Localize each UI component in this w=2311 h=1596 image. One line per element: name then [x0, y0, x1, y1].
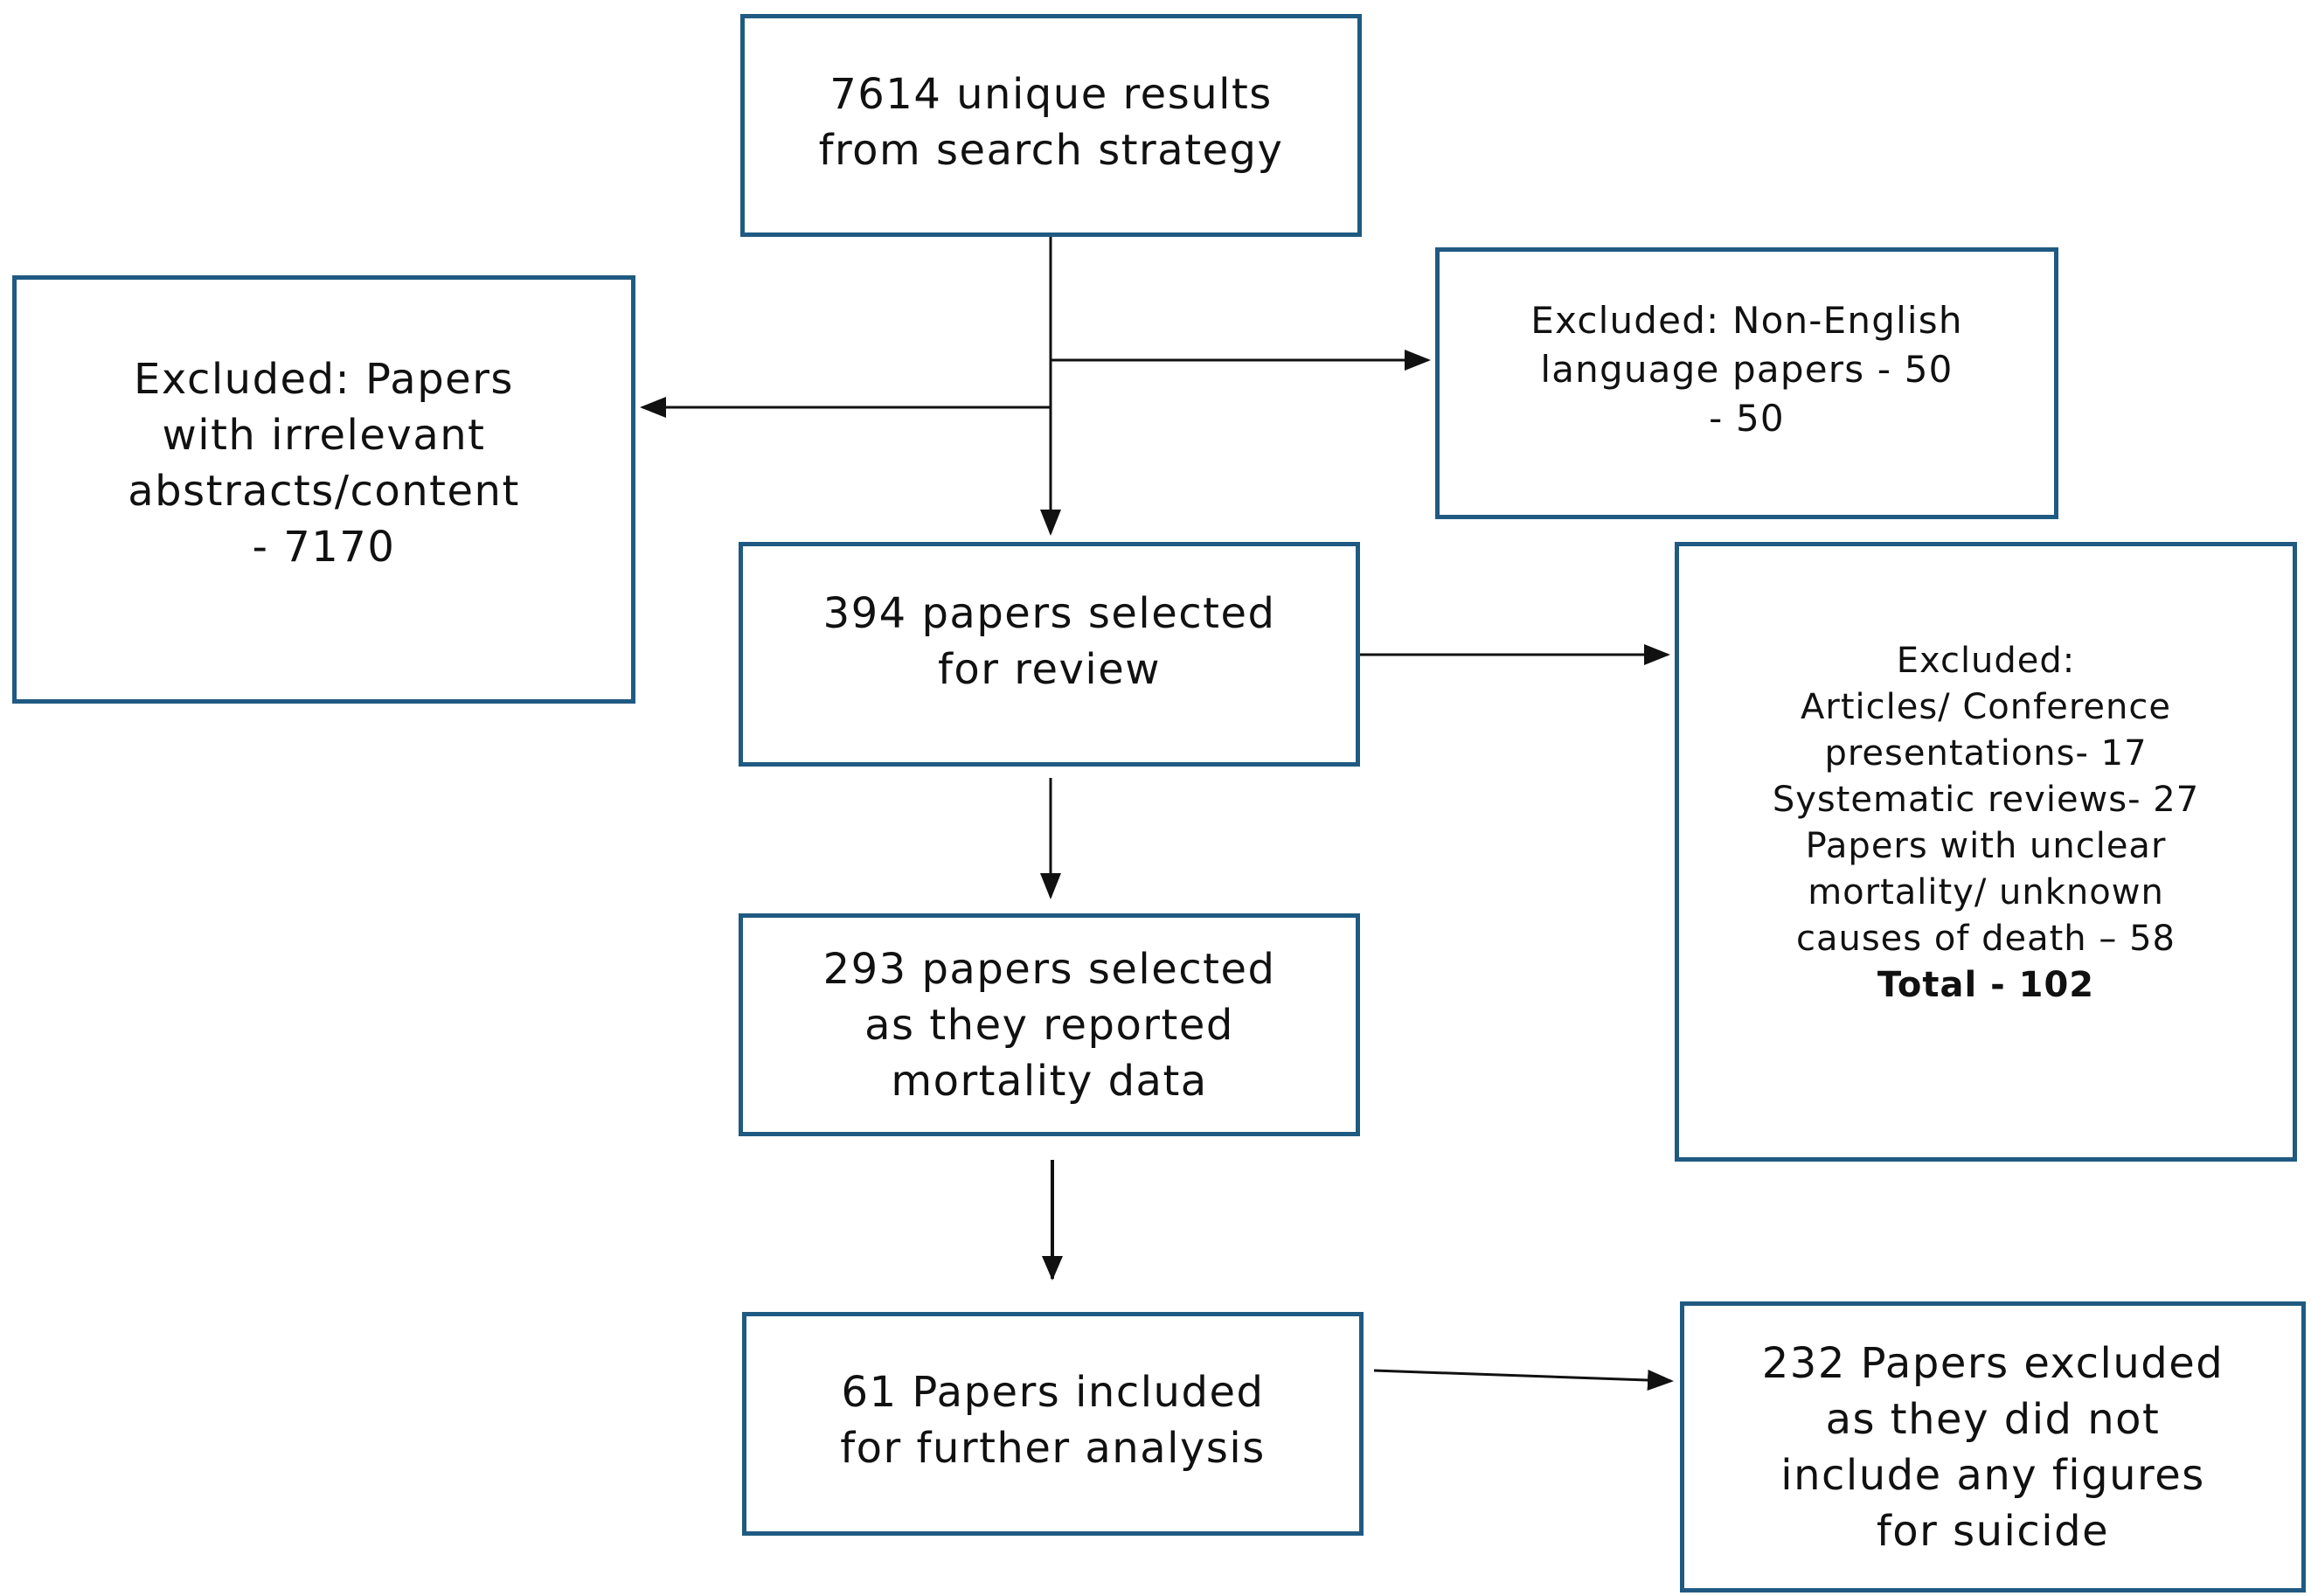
box-text-line: for further analysis — [840, 1424, 1266, 1473]
box-text-line: mortality/ unknown — [1808, 872, 2164, 912]
box-text-line: for suicide — [1876, 1506, 2110, 1556]
box-text-line: - 7170 — [252, 523, 396, 572]
box-text-line: Excluded: — [1896, 641, 2076, 681]
box-excluded-232: 232 Papers excluded as they did not incl… — [1680, 1301, 2306, 1593]
box-text-line: 232 Papers excluded — [1761, 1338, 2224, 1388]
box-text-line: 293 papers selected — [822, 944, 1276, 994]
box-search-results: 7614 unique results from search strategy — [740, 14, 1362, 237]
box-text-line: causes of death – 58 — [1795, 919, 2176, 959]
box-text-line: 7614 unique results — [829, 69, 1273, 119]
box-text-line: mortality data — [891, 1056, 1208, 1106]
box-text-line: language papers - 50 — [1540, 347, 1954, 391]
box-included-61: 61 Papers included for further analysis — [742, 1312, 1364, 1536]
box-text-line: as they did not — [1825, 1394, 2161, 1444]
box-text-line: for review — [938, 644, 1161, 694]
box-text-line: Excluded: Non-English — [1530, 298, 1963, 342]
box-text-line: 61 Papers included — [841, 1368, 1265, 1417]
box-text-line: Papers with unclear — [1805, 826, 2167, 866]
box-text-line: include any figures — [1780, 1450, 2205, 1500]
box-selected-293: 293 papers selected as they reported mor… — [739, 913, 1360, 1136]
box-text-line: abstracts/content — [128, 467, 520, 516]
box-text-line: from search strategy — [818, 125, 1284, 175]
box-text-line: Articles/ Conference — [1801, 687, 2171, 727]
box-total-line: Total - 102 — [1877, 965, 2095, 1005]
box-text-line: presentations- 17 — [1824, 733, 2148, 774]
box-selected-394: 394 papers selected for review — [739, 542, 1360, 767]
box-text-line: with irrelevant — [162, 411, 486, 460]
box-text-line: 394 papers selected — [822, 588, 1276, 638]
box-text-line: Systematic reviews- 27 — [1772, 780, 2200, 820]
box-text-line: - 50 — [1709, 396, 1785, 440]
box-text-line: Excluded: Papers — [134, 355, 514, 404]
box-excluded-non-english: Excluded: Non-English language papers - … — [1435, 247, 2058, 519]
box-excluded-102: Excluded: Articles/ Conference presentat… — [1675, 542, 2297, 1162]
box-text-line: as they reported — [864, 1000, 1234, 1050]
arrow-to-excluded-232 — [1373, 1369, 1674, 1391]
box-excluded-irrelevant: Excluded: Papers with irrelevant abstrac… — [12, 275, 635, 704]
